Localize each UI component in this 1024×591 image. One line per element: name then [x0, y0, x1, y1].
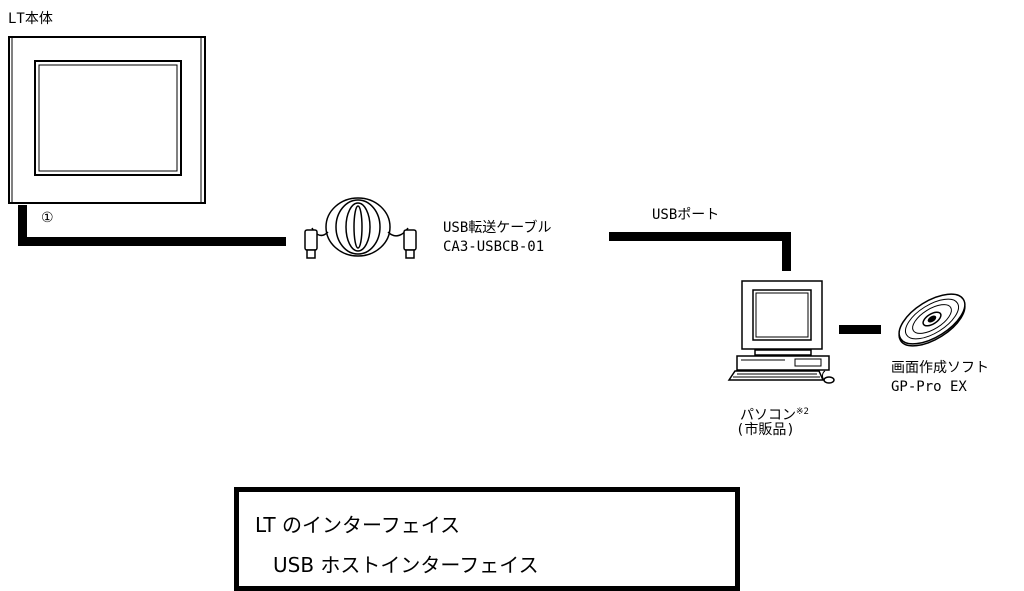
cable-name: USB転送ケーブル — [443, 220, 552, 236]
interface-box-line1: LT のインターフェイス — [255, 513, 461, 537]
lt-unit-label: LT本体 — [8, 11, 53, 27]
lt-panel-icon — [8, 36, 206, 204]
pc-icon — [727, 280, 835, 384]
cd-icon — [898, 293, 966, 347]
software-product: GP-Pro EX — [891, 379, 967, 395]
pc-label: パソコン※2 — [740, 403, 809, 425]
software-title: 画面作成ソフト — [891, 360, 989, 376]
pc-note: ※2 — [796, 407, 809, 417]
cable-model: CA3-USBCB-01 — [443, 239, 545, 255]
lt-connection-line-vertical — [18, 205, 27, 246]
pc-connection-line-vertical — [782, 232, 791, 271]
usb-cable-icon — [304, 197, 417, 259]
pc-connection-line-horizontal — [609, 232, 791, 241]
lt-connection-line-horizontal — [18, 237, 286, 246]
pc-sub-label: (市販品) — [736, 422, 795, 438]
interface-box-line2: USB ホストインターフェイス — [273, 553, 539, 577]
port-marker-1: ① — [41, 210, 54, 226]
software-connection-line — [839, 325, 881, 334]
usb-port-label: USBポート — [652, 207, 720, 223]
pc-name: パソコン — [740, 407, 796, 424]
interface-box: LT のインターフェイス USB ホストインターフェイス — [234, 487, 740, 591]
